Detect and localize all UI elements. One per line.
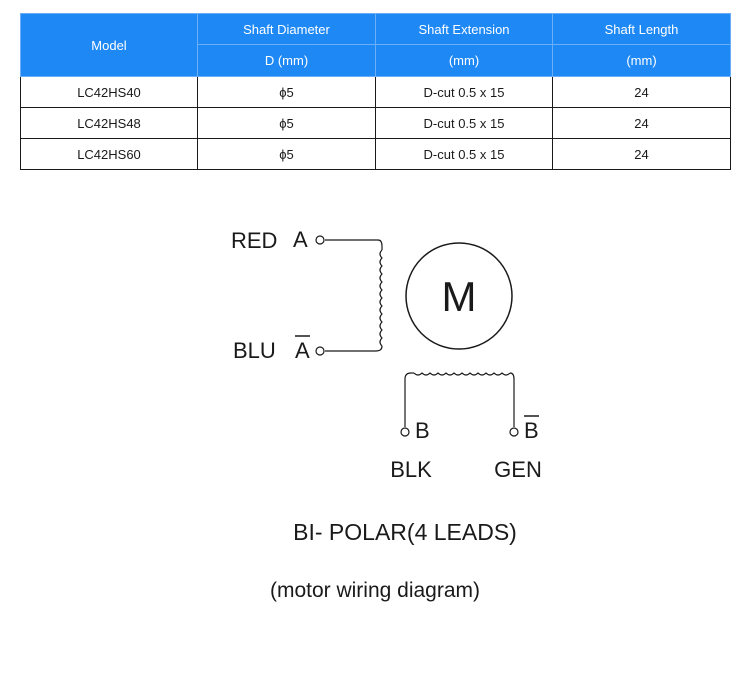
header-shaft-extension-unit: (mm) xyxy=(375,44,553,77)
table-row: LC42HS60 ϕ5 D-cut 0.5 x 15 24 xyxy=(20,138,731,170)
coil-b-winding xyxy=(413,372,511,376)
coil-b xyxy=(404,372,515,427)
terminal-label-a: A xyxy=(293,227,308,252)
header-shaft-length-unit: (mm) xyxy=(552,44,731,77)
cell-extension: D-cut 0.5 x 15 xyxy=(375,76,553,108)
wire-a-corner-bottom xyxy=(375,345,383,352)
header-model: Model xyxy=(20,13,198,77)
terminal-b xyxy=(400,427,410,437)
cell-diameter: ϕ5 xyxy=(197,76,376,108)
header-shaft-diameter-unit: D (mm) xyxy=(197,44,376,77)
cell-model: LC42HS40 xyxy=(20,76,198,108)
coil-a xyxy=(325,239,383,352)
cell-diameter: ϕ5 xyxy=(197,138,376,170)
wire-label-gen: GEN xyxy=(494,457,542,482)
motor-circle xyxy=(405,242,513,350)
wire-label-red: RED xyxy=(231,228,277,253)
cell-length: 24 xyxy=(552,107,731,139)
cell-diameter: ϕ5 xyxy=(197,107,376,139)
table-row: LC42HS48 ϕ5 D-cut 0.5 x 15 24 xyxy=(20,107,731,139)
terminal-label-a-bar: A xyxy=(295,338,310,363)
wire-label-blu: BLU xyxy=(233,338,276,363)
terminal-label-b: B xyxy=(415,418,430,443)
diagram-caption: (motor wiring diagram) xyxy=(270,579,480,602)
header-shaft-length: Shaft Length xyxy=(552,13,731,45)
cell-model: LC42HS60 xyxy=(20,138,198,170)
wire-a-corner-top xyxy=(377,239,383,247)
terminal-a xyxy=(315,235,325,245)
coil-a-winding xyxy=(379,249,383,347)
diagram-title: BI- POLAR(4 LEADS) xyxy=(293,519,517,545)
motor-label: M xyxy=(442,273,477,320)
wire-label-blk: BLK xyxy=(390,457,432,482)
table-row: LC42HS40 ϕ5 D-cut 0.5 x 15 24 xyxy=(20,76,731,108)
cell-extension: D-cut 0.5 x 15 xyxy=(375,107,553,139)
terminal-a-bar xyxy=(315,346,325,356)
spec-table: Model Shaft Diameter Shaft Extension Sha… xyxy=(20,13,731,170)
cell-length: 24 xyxy=(552,138,731,170)
terminal-label-b-bar: B xyxy=(524,418,539,443)
terminal-b-bar xyxy=(509,427,519,437)
